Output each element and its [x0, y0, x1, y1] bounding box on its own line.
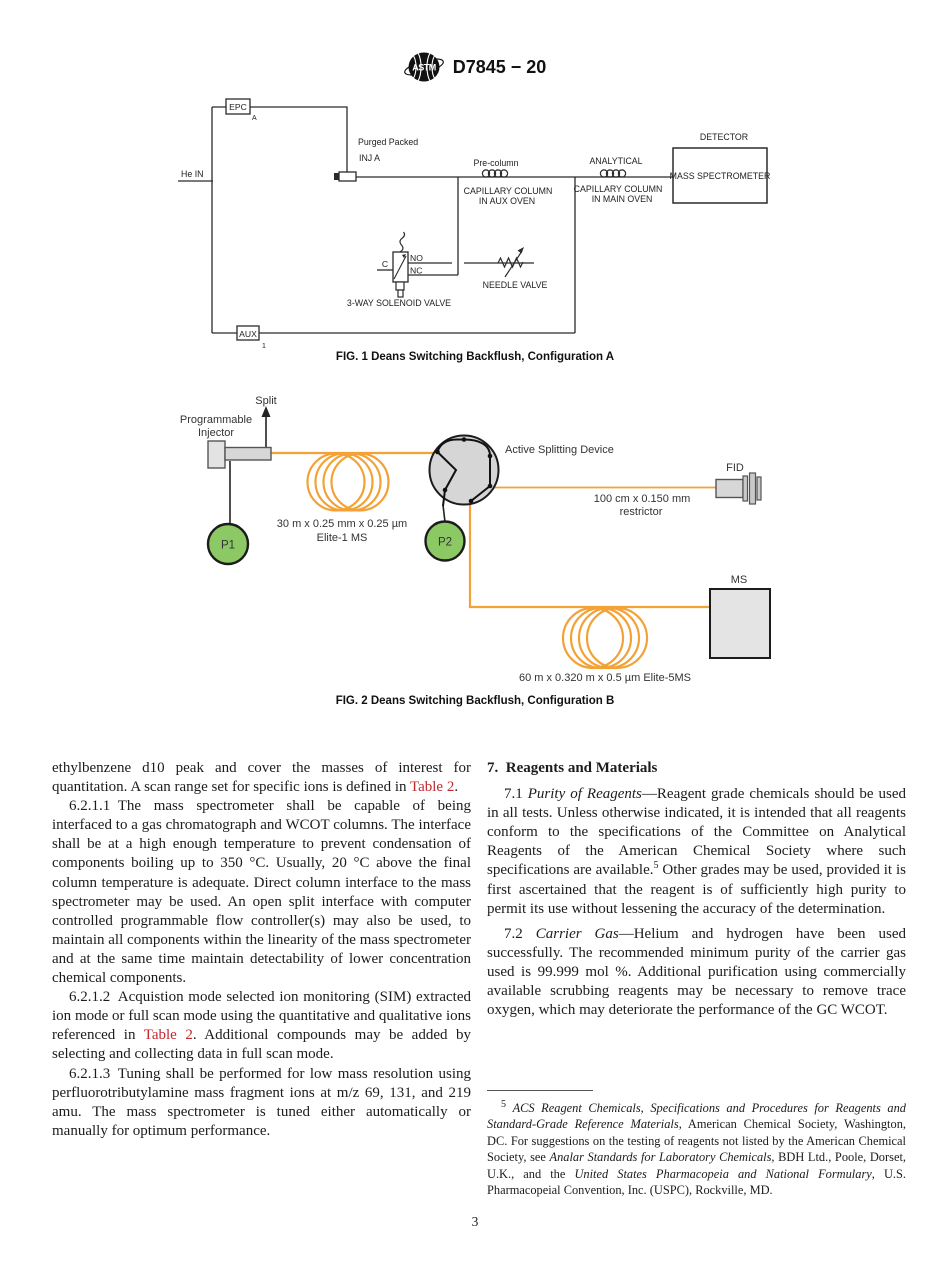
- restrictor-dims-label: 100 cm x 0.150 mm: [594, 493, 691, 505]
- solenoid-valve-label: 3-WAY SOLENOID VALVE: [347, 298, 451, 308]
- column2-coil: [561, 606, 649, 670]
- epc-controller: EPC A: [225, 98, 257, 122]
- pre-column-label: Pre-column: [474, 158, 519, 168]
- page-header: ASTM D7845 − 20: [0, 46, 950, 88]
- needle-valve-symbol: [497, 247, 524, 278]
- fid-label: FID: [726, 462, 744, 474]
- p71-number: 7.1: [504, 786, 528, 803]
- active-splitting-device: [428, 434, 500, 507]
- figure-1-caption: FIG. 1 Deans Switching Backflush, Config…: [335, 351, 615, 363]
- intro-text: ethylbenzene d10 peak and cover the mass…: [52, 760, 471, 796]
- aux-label: AUX: [239, 329, 257, 339]
- inj-a-label: INJ A: [359, 153, 380, 163]
- valve-nc-port-label: NC: [410, 266, 422, 276]
- p2-label: P2: [438, 537, 452, 549]
- footnote-title-1: ACS Reagent Chemicals, Specifications an…: [487, 1101, 906, 1132]
- p1-node: P1: [206, 522, 250, 566]
- p1-label: P1: [221, 540, 235, 552]
- analytical-column-coil: [599, 169, 627, 178]
- p71-term: Purity of Reagents: [527, 786, 642, 803]
- p71-tail: Other grades may be used, provided it is…: [487, 862, 906, 917]
- split-vent-arrow: [261, 406, 271, 449]
- footnote-text-2: , BDH Ltd., Poole, Dorset, U.K., and the: [487, 1150, 906, 1181]
- column2-label: 60 m x 0.320 m x 0.5 µm Elite-5MS: [519, 672, 691, 684]
- right-text-column: 7. Reagents and Materials 7.1 Purity of …: [487, 759, 906, 1020]
- page-number: 3: [471, 1214, 479, 1229]
- p71-body: —Reagent grade chemicals should be used …: [487, 786, 906, 879]
- paragraph-continuation: ethylbenzene d10 peak and cover the mass…: [52, 759, 471, 797]
- footnote-rule: [487, 1090, 593, 1091]
- detector-label: DETECTOR: [700, 132, 748, 142]
- paragraph-72: 7.2 Carrier Gas—Helium and hydrogen have…: [487, 925, 906, 1020]
- footnote-5: 5 ACS Reagent Chemicals, Specifications …: [487, 1098, 906, 1198]
- ms-detector-box: MS: [709, 574, 771, 659]
- p2-node: P2: [424, 520, 466, 562]
- footnote-block: 5 ACS Reagent Chemicals, Specifications …: [487, 1090, 906, 1198]
- p72-term: Carrier Gas: [535, 925, 619, 942]
- column1-coil: [306, 452, 390, 512]
- valve-c-port-label: C: [382, 259, 388, 269]
- figure-2-caption: FIG. 2 Deans Switching Backflush, Config…: [335, 695, 615, 707]
- split-label: Split: [255, 395, 276, 407]
- needle-valve-label: NEEDLE VALVE: [483, 280, 548, 290]
- figure-2-diagram: P1 P2: [180, 395, 771, 684]
- footnote-5-number: 5: [501, 1098, 506, 1110]
- analytical-label: ANALYTICAL: [589, 156, 642, 166]
- ms-label: MS: [731, 574, 748, 586]
- capillary-aux-label-1: CAPILLARY COLUMN: [464, 186, 553, 196]
- valve-no-port-label: NO: [410, 253, 423, 263]
- intro-period: .: [454, 779, 459, 796]
- mass-spectrometer-box: MASS SPECTROMETER: [670, 147, 771, 204]
- restrictor-label: restrictor: [620, 506, 663, 518]
- aux-subscript: 1: [262, 343, 266, 350]
- p72-number: 7.2: [504, 925, 536, 942]
- column1-name-label: Elite-1 MS: [317, 532, 368, 544]
- paragraph-6211: 6.2.1.1 The mass spectrometer shall be c…: [52, 798, 471, 987]
- table-2-link-2[interactable]: Table 2: [143, 1027, 193, 1044]
- paragraph-71: 7.1 Purity of Reagents—Reagent grade che…: [487, 785, 906, 919]
- p72-body: —Helium and hydrogen have been used succ…: [487, 925, 907, 1019]
- footnote-text-1: , American Chemical Society, Washington,…: [487, 1117, 906, 1165]
- column1-dims-label: 30 m x 0.25 mm x 0.25 µm: [277, 518, 407, 530]
- figure-1-diagram: EPC A MASS SPECTROMETER: [178, 98, 771, 350]
- injector-fitting: [334, 171, 357, 182]
- left-text-column: ethylbenzene d10 peak and cover the mass…: [52, 759, 471, 1141]
- he-in-label: He IN: [181, 169, 204, 179]
- capillary-main-label-1: CAPILLARY COLUMN: [574, 184, 663, 194]
- footnote-title-3: United States Pharmacopeia and National …: [574, 1166, 872, 1181]
- programmable-injector-graphic: [207, 440, 272, 469]
- fid-detector-graphic: [715, 472, 762, 505]
- footnote-title-2: Analar Standards for Laboratory Chemical…: [549, 1150, 772, 1165]
- table-2-link-1[interactable]: Table 2: [409, 779, 455, 796]
- paragraph-6213: 6.2.1.3 Tuning shall be performed for lo…: [52, 1065, 471, 1139]
- programmable-label: Programmable: [180, 414, 252, 426]
- aux-controller: AUX 1: [236, 325, 266, 350]
- solenoid-valve: [392, 231, 409, 298]
- mass-spectrometer-label: MASS SPECTROMETER: [670, 171, 771, 181]
- epc-subscript: A: [252, 115, 257, 122]
- p2-connection-line: [442, 504, 446, 523]
- injector-label: Injector: [198, 427, 234, 439]
- epc-label: EPC: [229, 102, 247, 112]
- paragraph-6212: 6.2.1.2 Acquistion mode selected ion mon…: [52, 988, 471, 1064]
- svg-text:ASTM: ASTM: [412, 63, 436, 73]
- p6212-text: 6.2.1.2 Acquistion mode selected ion mon…: [52, 989, 471, 1044]
- capillary-main-label-2: IN MAIN OVEN: [592, 194, 653, 204]
- pre-column-coil: [481, 169, 509, 178]
- astm-logo-icon: ASTM: [403, 52, 444, 82]
- purged-packed-label: Purged Packed: [358, 137, 418, 147]
- p6212-tail: . Additional compounds may be added by s…: [52, 1027, 472, 1063]
- capillary-aux-label-2: IN AUX OVEN: [479, 196, 535, 206]
- footnote-ref-5[interactable]: 5: [653, 860, 659, 872]
- section-7-heading: 7. Reagents and Materials: [487, 760, 658, 776]
- footnote-text-3: , U.S. Pharmacopeial Convention, Inc. (U…: [487, 1166, 906, 1198]
- standard-designation: D7845 − 20: [452, 56, 547, 77]
- active-splitting-device-label: Active Splitting Device: [505, 444, 614, 456]
